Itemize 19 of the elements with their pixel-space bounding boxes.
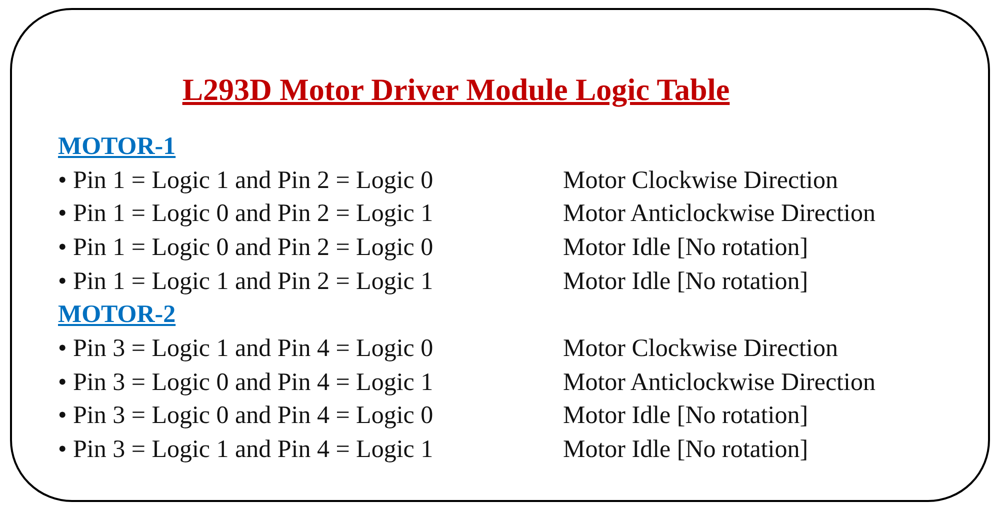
pin-logic-condition: • Pin 3 = Logic 1 and Pin 4 = Logic 0 xyxy=(58,334,434,363)
motor-state: Motor Idle [No rotation] xyxy=(563,402,808,430)
motor-state: Motor Idle [No rotation] xyxy=(563,436,808,464)
motor-state: Motor Idle [No rotation] xyxy=(563,234,808,262)
pin-logic-condition: • Pin 1 = Logic 1 and Pin 2 = Logic 1 xyxy=(58,268,434,296)
section-heading: MOTOR-2 xyxy=(58,301,176,330)
title: L293D Motor Driver Module Logic Table xyxy=(181,72,731,108)
motor-state: Motor Clockwise Direction xyxy=(563,166,838,195)
pin-logic-condition: • Pin 1 = Logic 0 and Pin 2 = Logic 1 xyxy=(58,200,434,228)
motor-state: Motor Idle [No rotation] xyxy=(563,268,808,296)
section-heading: MOTOR-1 xyxy=(58,132,176,161)
motor-state: Motor Clockwise Direction xyxy=(563,334,838,363)
pin-logic-condition: • Pin 3 = Logic 0 and Pin 4 = Logic 1 xyxy=(58,368,434,397)
pin-logic-condition: • Pin 1 = Logic 0 and Pin 2 = Logic 0 xyxy=(58,234,434,262)
pin-logic-condition: • Pin 1 = Logic 1 and Pin 2 = Logic 0 xyxy=(58,166,434,195)
motor-state: Motor Anticlockwise Direction xyxy=(563,200,876,228)
pin-logic-condition: • Pin 3 = Logic 0 and Pin 4 = Logic 0 xyxy=(58,402,434,430)
pin-logic-condition: • Pin 3 = Logic 1 and Pin 4 = Logic 1 xyxy=(58,436,434,464)
motor-state: Motor Anticlockwise Direction xyxy=(563,368,876,397)
